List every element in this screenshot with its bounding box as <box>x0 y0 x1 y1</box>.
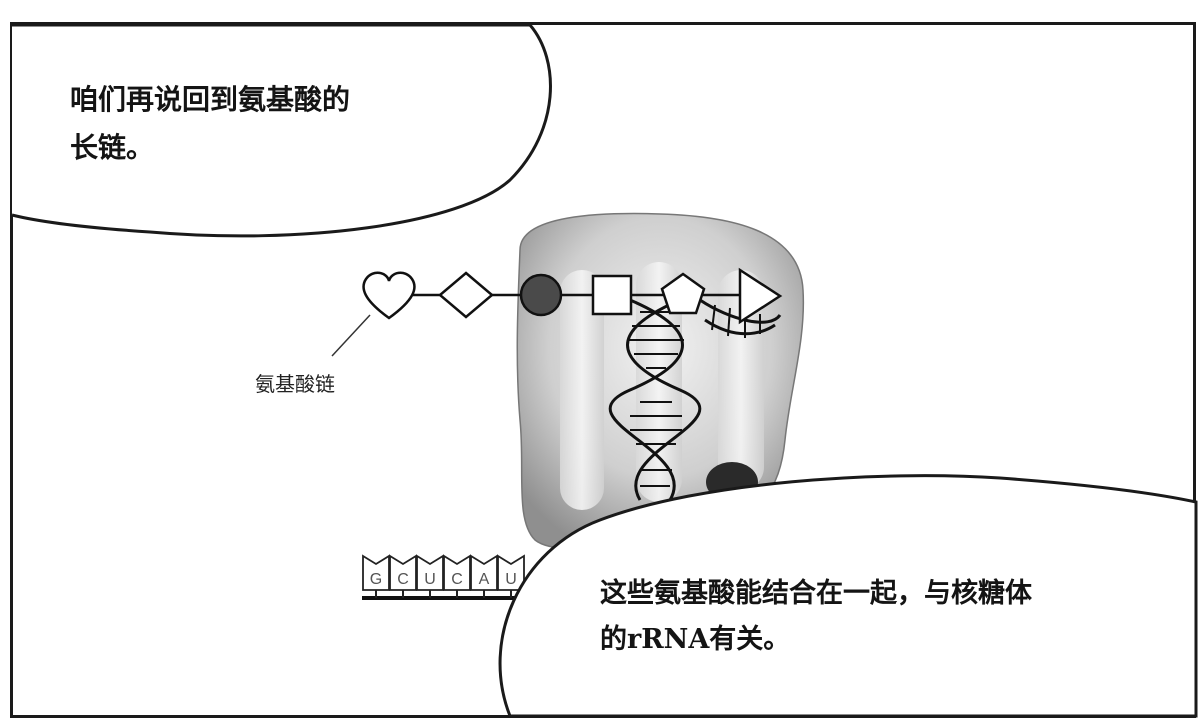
diamond-amino-acid <box>438 271 494 319</box>
amino-acid-chain <box>362 267 783 325</box>
amino-acid-chain-label: 氨基酸链 <box>255 372 335 396</box>
speech-bubble-top <box>11 23 552 238</box>
speech-bottom-line-1: 这些氨基酸能结合在一起，与核糖体 <box>600 578 1032 609</box>
speech-text-top: 咱们再说回到氨基酸的 长链。 <box>70 76 350 171</box>
mrna-base-letter: U <box>424 571 436 588</box>
mrna-base: A <box>470 554 498 598</box>
speech-top-line-1: 咱们再说回到氨基酸的 <box>70 83 351 116</box>
speech-text-bottom: 这些氨基酸能结合在一起，与核糖体 的rRNA有关。 <box>600 571 1032 663</box>
pentagon-amino-acid <box>660 272 706 315</box>
mrna-base: C <box>443 554 471 598</box>
mrna-base: U <box>497 554 525 598</box>
mrna-base: U <box>416 554 444 598</box>
mrna-base-letter: G <box>370 571 382 588</box>
heart-amino-acid <box>362 271 416 320</box>
speech-bottom-line-2: 的rRNA有关。 <box>600 623 791 655</box>
speech-bubble-bottom <box>498 474 1198 718</box>
mrna-base-letter: A <box>479 571 490 588</box>
triangle-amino-acid <box>738 267 783 325</box>
mrna-base-letter: U <box>505 571 517 588</box>
dark-circle-amino-acid <box>519 273 563 317</box>
helix-left <box>608 298 702 501</box>
mrna-base-letter: C <box>451 571 463 588</box>
label-pointer-line <box>331 314 371 357</box>
helix-right <box>699 298 782 338</box>
mrna-base: C <box>389 554 417 598</box>
mrna-base-letter: C <box>397 571 409 588</box>
mrna-base: G <box>362 554 390 598</box>
speech-top-line-2: 长链。 <box>70 130 155 164</box>
square-amino-acid <box>591 274 633 316</box>
